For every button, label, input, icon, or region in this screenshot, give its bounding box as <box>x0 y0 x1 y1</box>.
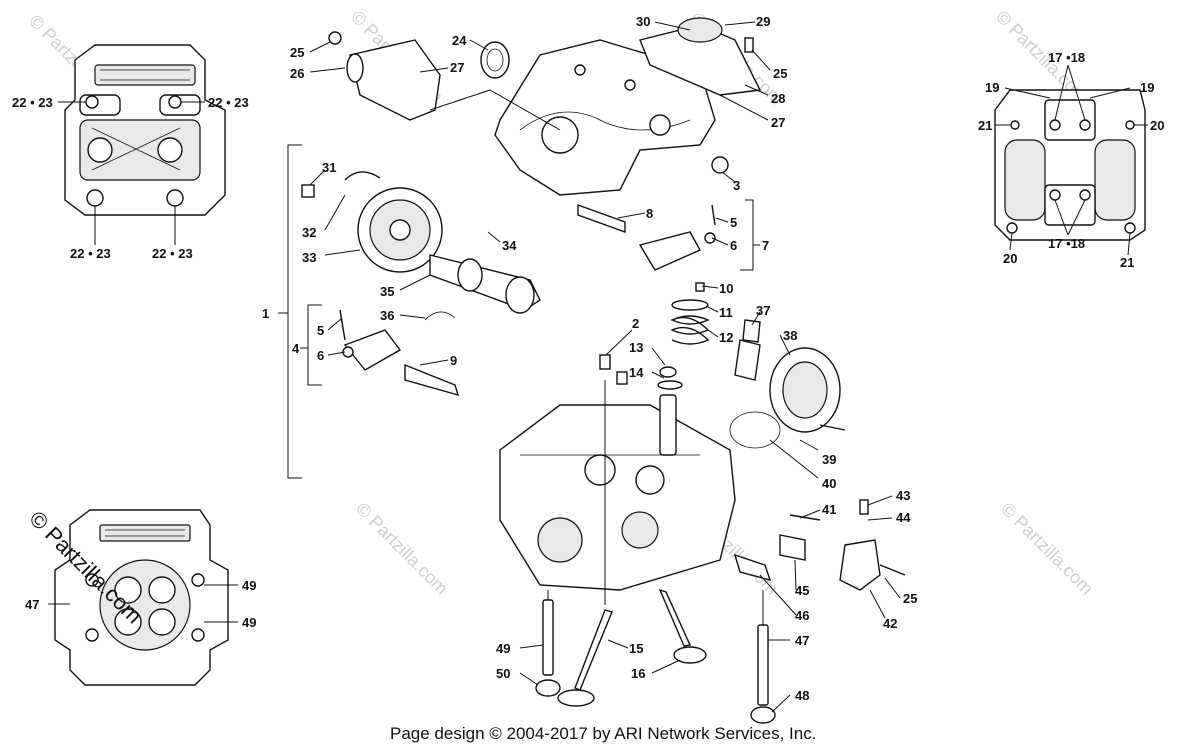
callout-17-18-top: 17 •18 <box>1048 50 1085 65</box>
callout-35: 35 <box>380 284 394 299</box>
callout-7: 7 <box>762 238 769 253</box>
callout-20-right: 20 <box>1150 118 1164 133</box>
callout-25-bottom-right: 25 <box>903 591 917 606</box>
callout-5-left: 5 <box>317 323 324 338</box>
callout-9: 9 <box>450 353 457 368</box>
valve-cover-group <box>328 17 762 196</box>
callout-25-top-right: 25 <box>773 66 787 81</box>
callout-40: 40 <box>822 476 836 491</box>
callout-22-23-bottom-right: 22 • 23 <box>152 246 193 261</box>
callout-44: 44 <box>896 510 911 525</box>
leader-lines <box>309 21 901 713</box>
callout-45: 45 <box>795 583 809 598</box>
callout-49: 49 <box>496 641 510 656</box>
callout-38: 38 <box>783 328 797 343</box>
callout-43: 43 <box>896 488 910 503</box>
callout-30: 30 <box>636 14 650 29</box>
callout-50: 50 <box>496 666 510 681</box>
inset-head-gasket-view: 47 49 49 © Partzilla.com <box>24 506 256 686</box>
callout-47-inset: 47 <box>25 597 39 612</box>
callout-39: 39 <box>822 452 836 467</box>
callout-19-left: 19 <box>985 80 999 95</box>
callout-27-right: 27 <box>771 115 785 130</box>
callout-25-top-left: 25 <box>290 45 304 60</box>
cylinder-head <box>499 354 906 724</box>
callout-31: 31 <box>322 160 336 175</box>
callout-22-23-top-left: 22 • 23 <box>12 95 53 110</box>
callout-17-18-bottom: 17 •18 <box>1048 236 1085 251</box>
callout-6-left: 6 <box>317 348 324 363</box>
callout-6-right: 6 <box>730 238 737 253</box>
callout-36: 36 <box>380 308 394 323</box>
callout-10: 10 <box>719 281 733 296</box>
watermark-text: © Partzilla.com <box>997 499 1097 599</box>
callout-numbers: 1 2 3 4 5 5 6 6 7 8 9 10 11 12 13 14 15 … <box>262 14 917 703</box>
callout-21-left: 21 <box>978 118 992 133</box>
bracket-lines <box>278 144 760 479</box>
callout-8: 8 <box>646 206 653 221</box>
callout-33: 33 <box>302 250 316 265</box>
callout-3: 3 <box>733 178 740 193</box>
callout-27-left: 27 <box>450 60 464 75</box>
callout-41: 41 <box>822 502 836 517</box>
callout-37: 37 <box>756 303 770 318</box>
callout-20-left: 20 <box>1003 251 1017 266</box>
callout-4: 4 <box>292 341 300 356</box>
callout-14: 14 <box>629 365 644 380</box>
watermark-text: © Partzilla.com <box>352 499 452 599</box>
callout-29: 29 <box>756 14 770 29</box>
callout-49-inset-a: 49 <box>242 578 256 593</box>
inset-head-bottom-view: 17 •18 17 •18 19 19 21 20 20 21 <box>978 50 1164 270</box>
callout-49-inset-b: 49 <box>242 615 256 630</box>
callout-24: 24 <box>452 33 467 48</box>
valve-spring-group <box>657 282 846 449</box>
callout-42: 42 <box>883 616 897 631</box>
footer-credit: Page design © 2004-2017 by ARI Network S… <box>390 724 816 743</box>
callout-26: 26 <box>290 66 304 81</box>
callout-48: 48 <box>795 688 809 703</box>
callout-19-right: 19 <box>1140 80 1154 95</box>
callout-34: 34 <box>502 238 517 253</box>
callout-11: 11 <box>719 305 733 320</box>
inset-head-top-view: 22 • 23 22 • 23 22 • 23 22 • 23 <box>12 44 249 261</box>
callout-2: 2 <box>632 316 639 331</box>
callout-15: 15 <box>629 641 643 656</box>
callout-1: 1 <box>262 306 269 321</box>
callout-5-right: 5 <box>730 215 737 230</box>
callout-12: 12 <box>719 330 733 345</box>
callout-16: 16 <box>631 666 645 681</box>
callout-32: 32 <box>302 225 316 240</box>
callout-22-23-top-right: 22 • 23 <box>208 95 249 110</box>
callout-28: 28 <box>771 91 785 106</box>
callout-46: 46 <box>795 608 809 623</box>
callout-13: 13 <box>629 340 643 355</box>
callout-47: 47 <box>795 633 809 648</box>
callout-22-23-bottom-left: 22 • 23 <box>70 246 111 261</box>
camshaft-group <box>301 171 716 397</box>
callout-21-right: 21 <box>1120 255 1134 270</box>
